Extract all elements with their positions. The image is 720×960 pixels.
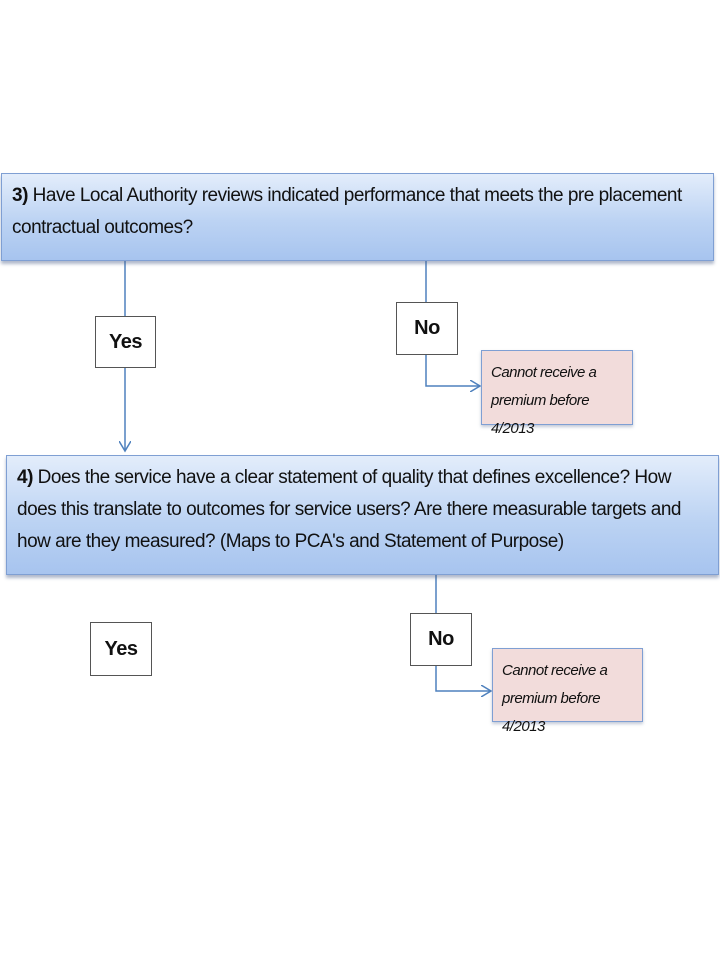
answer-no-q3: No bbox=[396, 302, 458, 355]
question-4-box: 4) Does the service have a clear stateme… bbox=[6, 455, 719, 575]
outcome-box-1: Cannot receive a premium before 4/2013 bbox=[481, 350, 633, 437]
question-3-text: Have Local Authority reviews indicated p… bbox=[12, 185, 682, 238]
outcome-2-line-1: Cannot receive a bbox=[502, 662, 608, 679]
answer-yes-q3-label: Yes bbox=[109, 330, 142, 353]
answer-no-q4: No bbox=[410, 613, 472, 666]
answer-yes-q3: Yes bbox=[95, 316, 156, 368]
connector-no-outcome-2 bbox=[435, 666, 491, 691]
question-3-box: 3) Have Local Authority reviews indicate… bbox=[1, 173, 714, 261]
answer-no-q4-label: No bbox=[428, 628, 454, 650]
answer-yes-q4: Yes bbox=[90, 622, 152, 676]
outcome-1-line-2: premium before 4/2013 bbox=[491, 392, 590, 437]
answer-no-q3-label: No bbox=[414, 317, 440, 339]
connector-no-outcome-1 bbox=[425, 355, 480, 386]
question-4-text: Does the service have a clear statement … bbox=[17, 467, 681, 552]
question-3-number: 3) bbox=[12, 185, 28, 206]
outcome-2-line-2: premium before 4/2013 bbox=[502, 690, 601, 735]
answer-yes-q4-label: Yes bbox=[104, 637, 138, 660]
outcome-1-line-1: Cannot receive a bbox=[491, 364, 597, 381]
outcome-box-2: Cannot receive a premium before 4/2013 bbox=[492, 648, 643, 735]
question-4-number: 4) bbox=[17, 467, 33, 488]
